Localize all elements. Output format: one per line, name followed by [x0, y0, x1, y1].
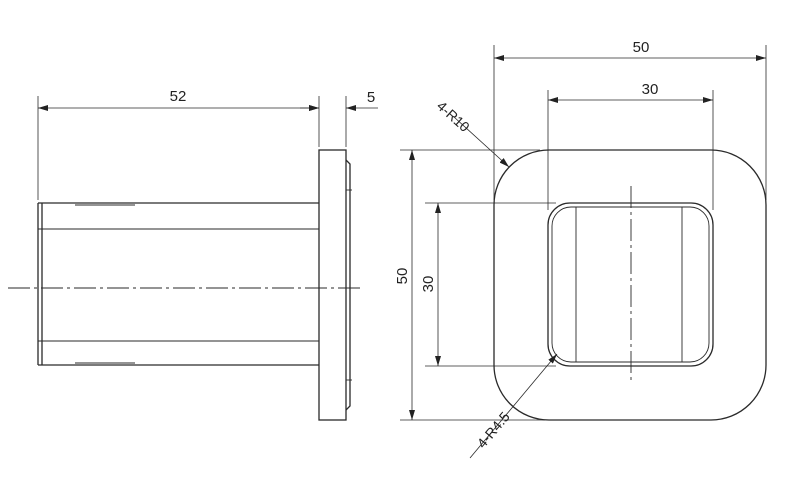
inner-opening	[547, 202, 714, 367]
tube-body	[37, 202, 319, 366]
dim-length-52: 52	[37, 88, 347, 200]
dim-outer-width-50: 50	[493, 39, 767, 200]
dim-inner-width-30: 30	[547, 81, 714, 210]
side-view: 52 5	[8, 88, 378, 421]
dim-outer-height-50: 50	[394, 149, 545, 421]
front-view: 50 30 50 30 4-R10	[394, 39, 767, 459]
dim-flange-label: 5	[367, 89, 375, 106]
dim-inner-height-30: 30	[420, 202, 556, 367]
dim-length-label: 52	[170, 88, 187, 105]
leader-inner-radius: 4-R4.5	[469, 353, 558, 459]
flange	[318, 149, 352, 421]
dim-outer-width-label: 50	[633, 39, 650, 56]
inner-radius-label: 4-R4.5	[474, 408, 513, 451]
leader-outer-radius: 4-R10	[434, 98, 510, 168]
dim-outer-height-label: 50	[394, 268, 411, 285]
outer-radius-label: 4-R10	[434, 98, 473, 136]
dim-flange-5: 5	[300, 89, 378, 111]
dim-inner-width-label: 30	[642, 81, 659, 98]
outer-profile	[493, 149, 767, 421]
dim-inner-height-label: 30	[420, 276, 437, 293]
